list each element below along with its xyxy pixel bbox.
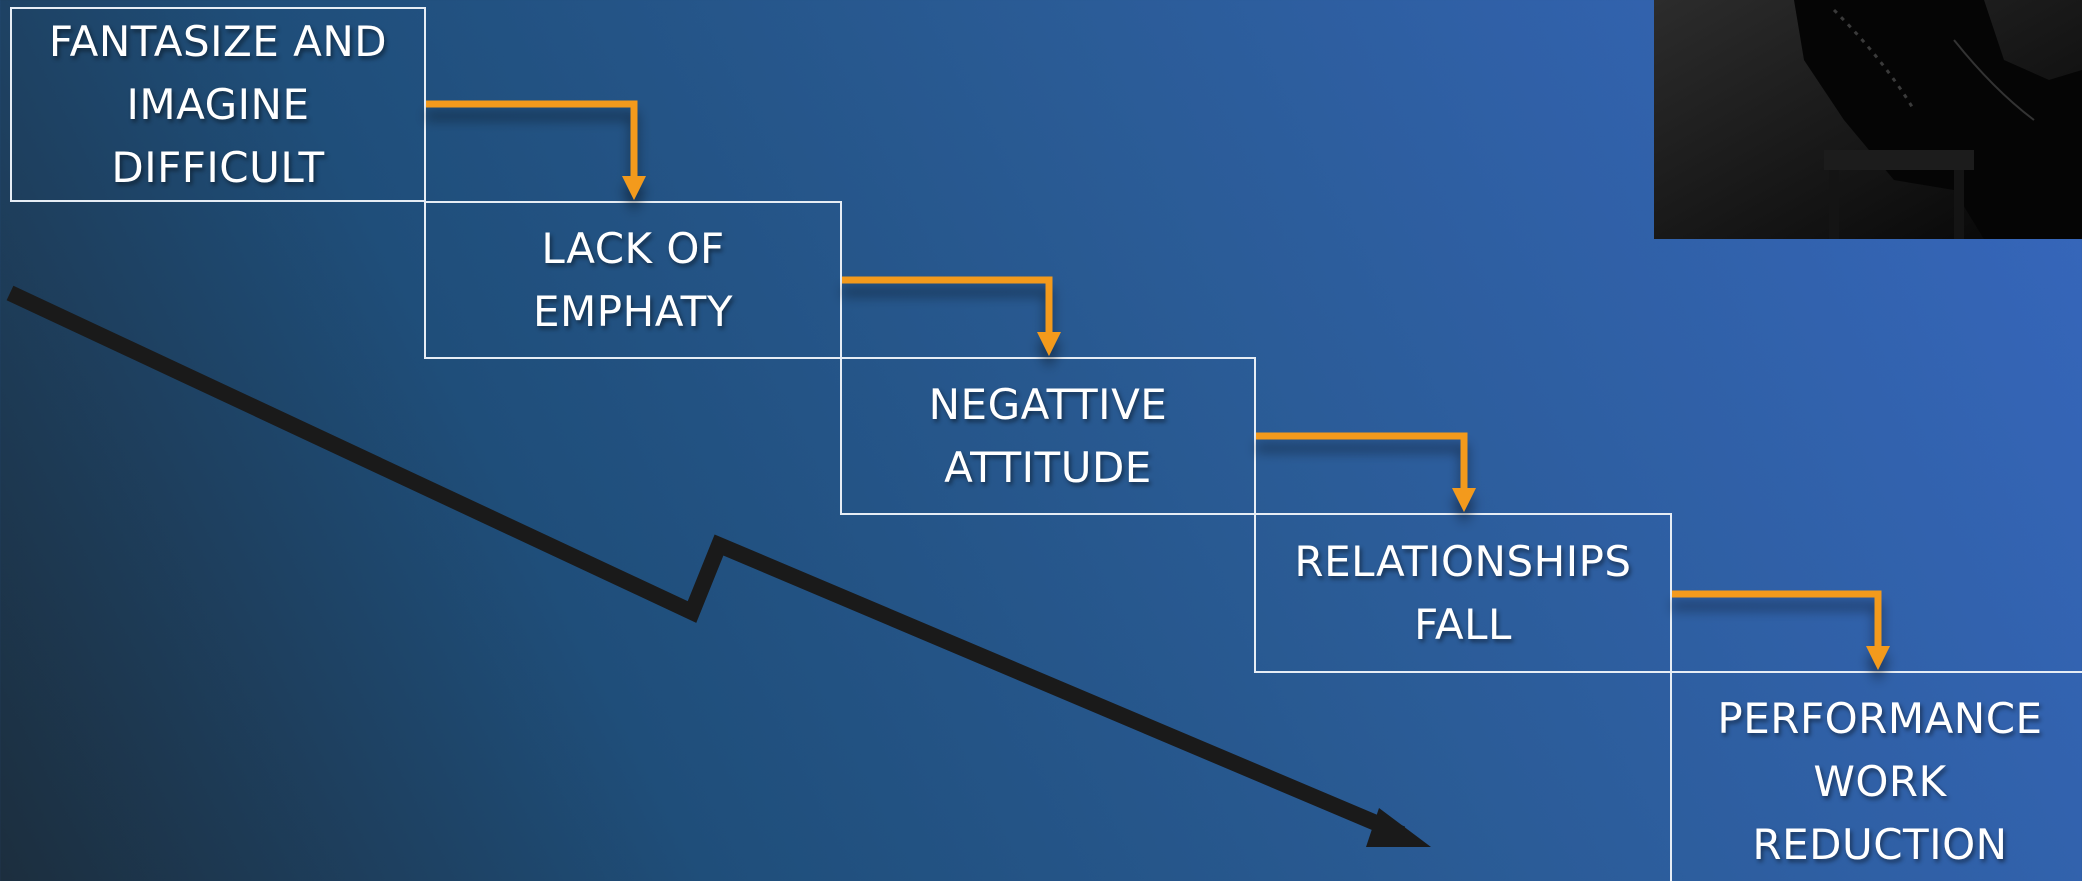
step-label: FANTASIZE AND IMAGINE DIFFICULT	[48, 17, 388, 192]
step-negative-attitude: NEGATTIVE ATTITUDE	[840, 357, 1256, 515]
step-lack-of-empathy: LACK OF EMPHATY	[424, 201, 842, 359]
connector-arrow-3	[1256, 432, 1476, 512]
step-fantasize-imagine-difficult: FANTASIZE AND IMAGINE DIFFICULT	[10, 7, 426, 202]
step-label: LACK OF EMPHATY	[533, 224, 733, 336]
person-seated-photo	[1654, 0, 2082, 239]
step-performance-work-reduction: PERFORMANCE WORK REDUCTION	[1670, 671, 2082, 881]
connector-arrow-2	[842, 276, 1061, 356]
connector-arrow-1	[426, 100, 646, 200]
step-label: RELATIONSHIPS FALL	[1294, 537, 1632, 649]
step-label: NEGATTIVE ATTITUDE	[928, 380, 1168, 492]
step-label: PERFORMANCE WORK REDUCTION	[1717, 693, 2043, 869]
connector-arrow-4	[1672, 590, 1890, 670]
zigzag-down-arrow-icon	[6, 285, 1431, 847]
photo-silhouette-icon	[1654, 0, 2082, 239]
step-relationships-fall: RELATIONSHIPS FALL	[1254, 513, 1672, 673]
